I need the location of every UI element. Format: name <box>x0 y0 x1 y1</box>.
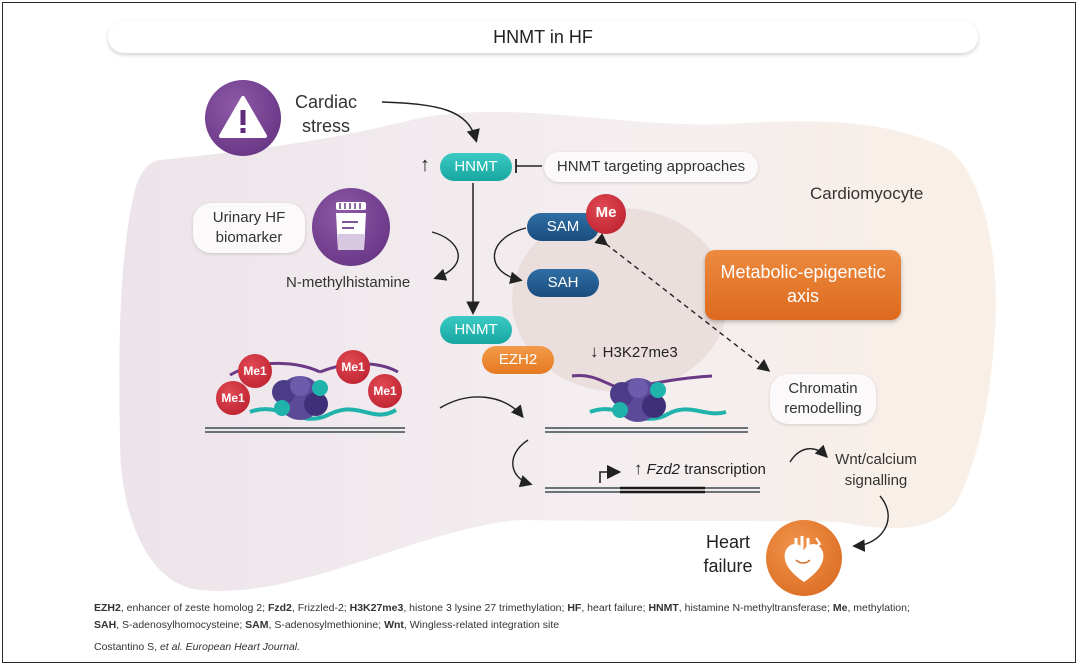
caption-term: H3K27me3 <box>349 602 404 614</box>
cardiac-label: Cardiac <box>294 92 358 112</box>
caption-term: HF <box>567 602 582 614</box>
wnt-line2: signalling <box>844 472 908 489</box>
fzd2-up-arrow: ↑ <box>634 459 643 478</box>
me1-group-3: Me1 <box>336 350 370 384</box>
wnt-line1: Wnt/calcium <box>835 451 917 468</box>
metabolic-epigenetic-axis-box: Metabolic-epigenetic axis <box>705 250 901 320</box>
chromatin-remodelling-label: Chromatin remodelling <box>770 374 876 424</box>
fzd2-transcription-label: ↑ Fzd2 transcription <box>634 459 766 479</box>
caption-line-1: EZH2, enhancer of zeste homolog 2; Fzd2,… <box>94 602 910 614</box>
fzd2-transcription-text: transcription <box>680 461 766 478</box>
caption-definition: , methylation; <box>847 602 910 614</box>
caption-definition: , enhancer of zeste homolog 2; <box>120 602 268 614</box>
urinary-biomarker-label: Urinary HF biomarker <box>193 203 305 253</box>
failure-label: failure <box>703 556 753 576</box>
cardiomyocyte-label: Cardiomyocyte <box>810 184 924 203</box>
urinary-line1: Urinary HF <box>212 209 286 226</box>
dna-strand-left <box>205 427 405 433</box>
caption-term: SAM <box>245 619 269 631</box>
dna-strand-gene <box>545 486 760 494</box>
hnmt-top-node: HNMT <box>440 153 512 181</box>
heart-icon <box>766 520 842 596</box>
citation: Costantino S, et al. European Heart Jour… <box>94 641 300 653</box>
caption-definition: , S-adenosylmethionine; <box>268 619 385 631</box>
caption-term: Wnt <box>384 619 404 631</box>
hnmt-complex-node: HNMT <box>440 316 512 344</box>
metabolic-line1: Metabolic-epigenetic <box>720 262 886 282</box>
stress-label: stress <box>301 116 350 136</box>
sah-node: SAH <box>527 269 599 297</box>
citation-authors: Costantino S, <box>94 641 160 653</box>
me1-group-4: Me1 <box>368 374 402 408</box>
n-methylhistamine-label: N-methylhistamine <box>286 274 411 291</box>
me1-group-1: Me1 <box>238 354 272 388</box>
dna-strand-right <box>545 427 748 433</box>
caption-definition: , histone 3 lysine 27 trimethylation; <box>403 602 568 614</box>
heart-label: Heart <box>705 532 750 552</box>
caption-definition: , S-adenosylhomocysteine; <box>116 619 246 631</box>
warning-icon <box>205 80 281 156</box>
me1-group-2: Me1 <box>216 381 250 415</box>
wnt-calcium-signalling-label: Wnt/calcium signalling <box>830 449 922 491</box>
caption-term: Fzd2 <box>267 602 292 614</box>
heart-failure-label: Heart failure <box>698 530 758 578</box>
me-methyl-group: Me <box>586 194 626 234</box>
caption-definition: , Frizzled-2; <box>291 602 350 614</box>
hnmt-up-arrow: ↑ <box>420 154 430 176</box>
h3k27me3-text: H3K27me3 <box>602 344 678 361</box>
cardiac-stress-label: Cardiac stress <box>292 90 360 138</box>
metabolic-line2: axis <box>786 286 819 306</box>
h3k27me3-down-arrow: ↓ <box>590 342 599 361</box>
urine-cup-icon <box>312 188 390 266</box>
caption-term: HNMT <box>648 602 679 614</box>
chromatin-line1: Chromatin <box>788 380 858 397</box>
caption-definition: , Wingless-related integration site <box>403 619 560 631</box>
caption-definition: , heart failure; <box>581 602 649 614</box>
nucleosome-right <box>571 373 727 422</box>
citation-journal: et al. European Heart Journal. <box>159 641 301 653</box>
hnmt-targeting-label: HNMT targeting approaches <box>544 152 758 182</box>
caption-term: Me <box>832 602 848 614</box>
caption-definition: , histamine N-methyltransferase; <box>678 602 833 614</box>
chromatin-line2: remodelling <box>784 400 862 417</box>
caption-term: EZH2 <box>94 602 121 614</box>
h3k27me3-label: ↓ H3K27me3 <box>590 342 678 362</box>
figure-title: HNMT in HF <box>108 21 978 53</box>
urinary-line2: biomarker <box>215 229 283 246</box>
ezh2-node: EZH2 <box>482 346 554 374</box>
caption-term: SAH <box>94 619 117 631</box>
fzd2-gene-name: Fzd2 <box>646 461 681 478</box>
caption-line-2: SAH, S-adenosylhomocysteine; SAM, S-aden… <box>94 619 559 631</box>
